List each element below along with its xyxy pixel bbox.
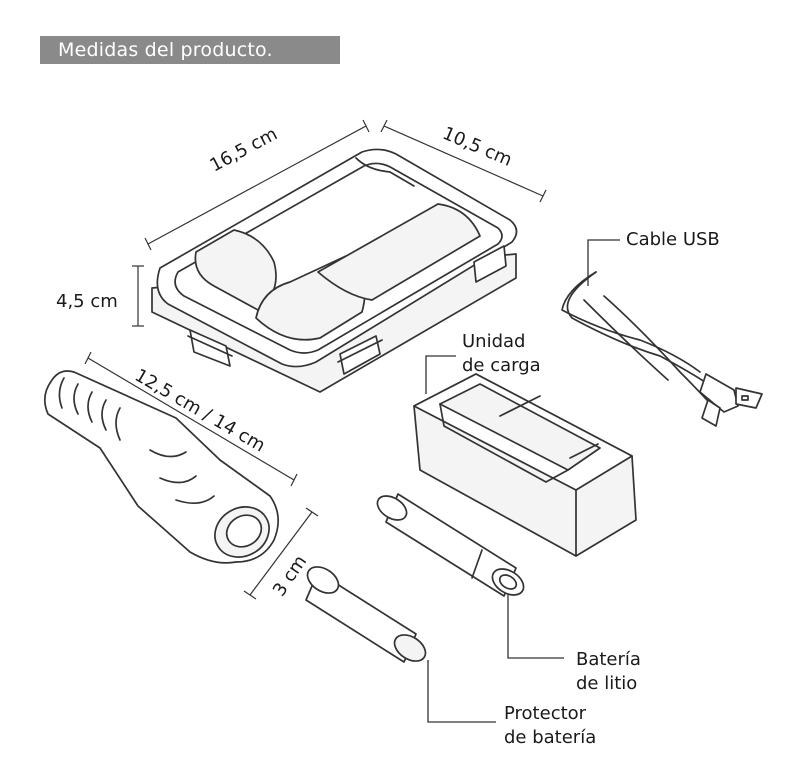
dimension-flashlight-diameter bbox=[243, 507, 319, 600]
usb-cable-label: Cable USB bbox=[626, 229, 720, 250]
charger-label-line1: Unidad bbox=[462, 331, 526, 352]
carrying-case bbox=[151, 148, 518, 393]
usb-cable-leader bbox=[587, 239, 620, 286]
usb-cable bbox=[561, 271, 763, 427]
charger-leader bbox=[425, 355, 456, 394]
battery-label-line1: Batería bbox=[576, 649, 641, 670]
case-height-label: 4,5 cm bbox=[56, 291, 118, 312]
dimension-case-length bbox=[144, 119, 370, 251]
protector-label-line1: Protector bbox=[504, 703, 587, 724]
flashlight bbox=[43, 370, 279, 564]
protector-label-line2: de batería bbox=[504, 727, 597, 748]
dimension-case-height bbox=[132, 265, 144, 327]
dimension-flashlight-length bbox=[84, 351, 298, 487]
battery-leader bbox=[507, 594, 564, 659]
lithium-battery bbox=[376, 493, 525, 597]
protector-leader bbox=[427, 660, 496, 723]
charging-unit bbox=[413, 373, 637, 557]
battery-label-line2: de litio bbox=[576, 673, 638, 694]
dimension-case-width bbox=[380, 119, 547, 203]
header-title: Medidas del producto. bbox=[58, 39, 273, 61]
charger-label-line2: de carga bbox=[462, 355, 541, 376]
battery-protector bbox=[305, 566, 427, 663]
header-banner: Medidas del producto. bbox=[40, 36, 340, 64]
